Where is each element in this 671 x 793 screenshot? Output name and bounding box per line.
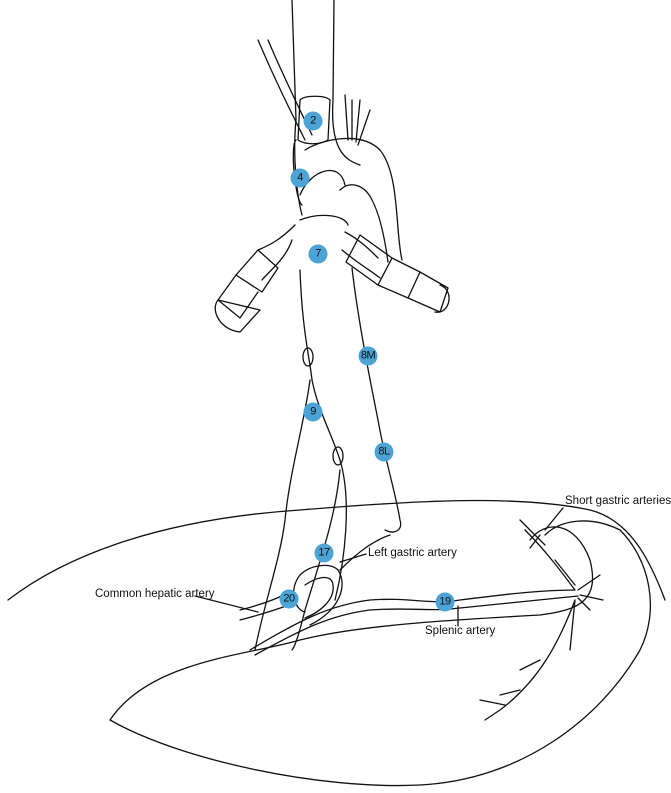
trachea [291, 0, 361, 216]
common-hepatic-label: Common hepatic artery [95, 588, 215, 600]
station-19-badge: 19 [435, 592, 455, 612]
neck-vessels [257, 39, 371, 146]
station-20-badge: 20 [279, 589, 299, 609]
station-8m-badge: 8M [358, 346, 378, 366]
diaphragm [7, 499, 666, 601]
node-shape [302, 347, 314, 367]
short-gastric-arteries [519, 519, 604, 611]
station-8l-badge: 8L [374, 442, 394, 462]
station-7-badge: 7 [308, 244, 328, 264]
left-gastric-artery-loop [293, 534, 391, 626]
left-gastric-label: Left gastric artery [368, 547, 457, 559]
aortic-arch [299, 137, 403, 263]
vagus [254, 379, 341, 651]
leader-lines [194, 507, 564, 627]
node-shape [332, 446, 344, 466]
left-main-bronchus [214, 224, 296, 333]
gastric-branches [479, 599, 576, 721]
station-4-badge: 4 [290, 168, 310, 188]
stomach-outline [109, 520, 652, 787]
station-17-badge: 17 [314, 543, 334, 563]
station-2-badge: 2 [303, 111, 323, 131]
station-9-badge: 9 [303, 402, 323, 422]
splenic-artery [249, 589, 579, 656]
splenic-label: Splenic artery [425, 625, 496, 637]
right-main-bronchus [341, 231, 450, 313]
short-gastric-label: Short gastric arteries [565, 495, 671, 507]
